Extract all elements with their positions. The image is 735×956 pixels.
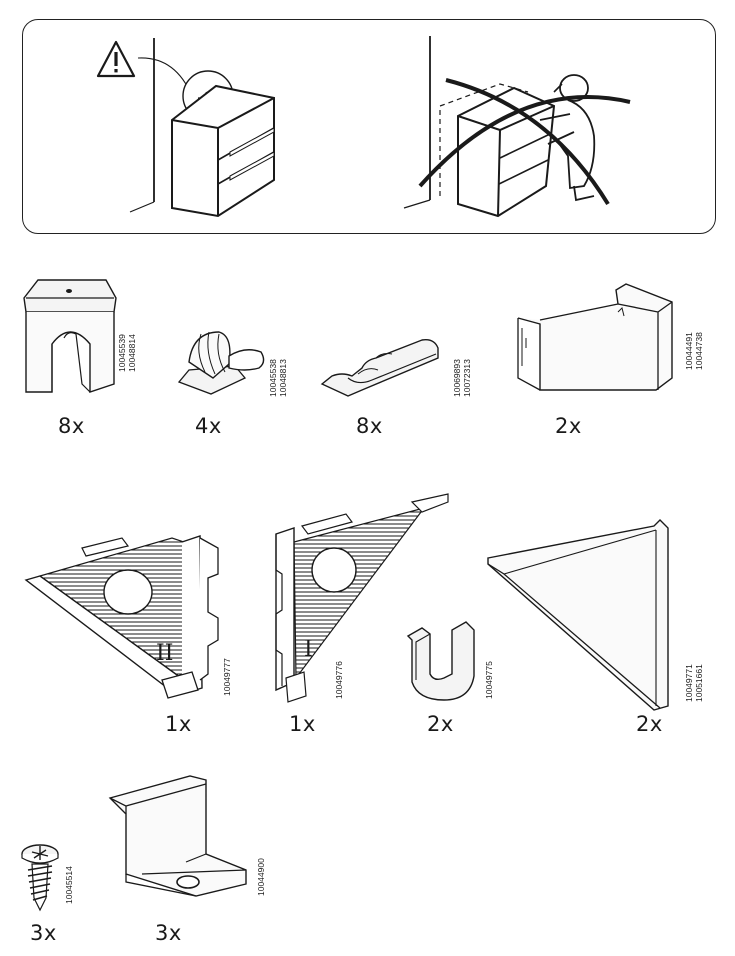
wall-anchoring-warning-panel xyxy=(22,19,716,234)
corner-bracket-left-icon: I xyxy=(275,493,449,703)
plastic-foot-cap-icon xyxy=(23,279,117,393)
part-code-3b: 10072313 xyxy=(462,359,472,397)
warning-triangle-icon xyxy=(96,40,136,78)
part-quantity-7: 2x xyxy=(427,712,454,736)
part-quantity-8: 2x xyxy=(636,712,663,736)
wire-clip-icon xyxy=(177,331,265,395)
part-quantity-10: 3x xyxy=(155,921,182,945)
part-code-6: 10049776 xyxy=(334,661,344,699)
part-quantity-6: 1x xyxy=(289,712,316,736)
part-quantity-2: 4x xyxy=(195,414,222,438)
part-code-3a: 10069893 xyxy=(452,359,462,397)
shelf-against-wall-illustration xyxy=(129,38,275,218)
screw-icon xyxy=(21,844,59,912)
part-code-1b: 10048814 xyxy=(127,334,137,372)
part-code-2b: 10048813 xyxy=(278,359,288,397)
corner-bracket-right-icon: II xyxy=(24,535,219,699)
part-code-4b: 10044738 xyxy=(694,332,704,370)
part-code-8b: 10051661 xyxy=(694,664,704,702)
u-clip-icon xyxy=(406,621,475,701)
part-code-10: 10044900 xyxy=(256,858,266,896)
part-code-4a: 10044491 xyxy=(684,332,694,370)
part-quantity-1: 8x xyxy=(58,414,85,438)
part-quantity-5: 1x xyxy=(165,712,192,736)
part-quantity-9: 3x xyxy=(30,921,57,945)
u-bracket-cover-icon xyxy=(517,283,673,391)
part-code-9: 10045514 xyxy=(64,866,74,904)
part-code-2a: 10045538 xyxy=(268,359,278,397)
part-code-5: 10049777 xyxy=(222,658,232,696)
part-code-8a: 10049771 xyxy=(684,664,694,702)
part-quantity-3: 8x xyxy=(356,414,383,438)
angle-bracket-icon xyxy=(108,775,247,897)
tipping-shelf-prohibited-illustration xyxy=(403,36,631,218)
triangular-side-cover-icon xyxy=(487,519,669,711)
part-quantity-4: 2x xyxy=(555,414,582,438)
part-mark-I: I xyxy=(304,637,313,662)
part-code-1a: 10045539 xyxy=(117,334,127,372)
cable-holder-icon xyxy=(320,338,439,397)
part-mark-II: II xyxy=(156,641,173,666)
